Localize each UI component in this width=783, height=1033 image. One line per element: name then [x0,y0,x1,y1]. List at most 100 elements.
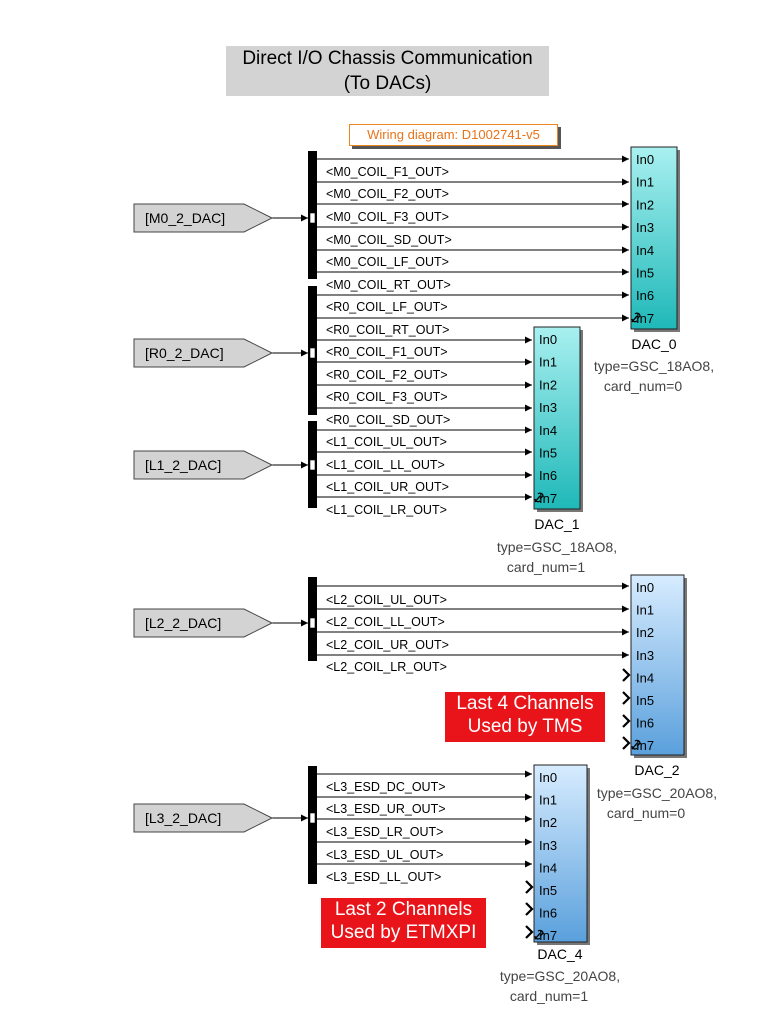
signal-label: <L2_COIL_LR_OUT> [326,660,447,674]
dac-port-label: In4 [539,423,557,438]
title-line-2: (To DACs) [343,73,432,94]
dac-port-label: In7 [539,491,557,506]
dac-port-label: In6 [636,288,654,303]
dac-port-label: In3 [636,220,654,235]
dac-port-label: In0 [636,580,654,595]
dac-type-label: type=GSC_18AO8, [594,358,714,374]
unconnected-port-icon [525,880,534,894]
signal-label: <L3_ESD_DC_OUT> [326,780,446,794]
dac-port-label: In5 [636,693,654,708]
signal-label: <L2_COIL_LL_OUT> [326,615,445,629]
dac-port-label: In2 [539,815,557,830]
goto-block[interactable] [133,203,274,233]
note-tms: Last 4 Channels Used by TMS [445,692,605,742]
wires-layer [272,155,629,868]
dac-name-label: DAC_2 [634,762,679,778]
signal-label: <L1_COIL_UL_OUT> [326,435,447,449]
dac-card-label: card_num=0 [607,805,685,821]
bus-selector-port [309,212,316,224]
dac-block-dac_1[interactable] [533,326,581,510]
link-icon [631,312,641,323]
unconnected-port-icon [622,736,631,750]
signal-label: <R0_COIL_LF_OUT> [326,300,448,314]
signal-label: <M0_COIL_F2_OUT> [326,187,449,201]
dac-port-label: In4 [539,860,557,875]
dac-port-label: In0 [539,332,557,347]
dac-card-label: card_num=1 [510,988,588,1004]
goto-block[interactable] [133,338,274,368]
goto-block[interactable] [133,803,274,833]
signal-label: <L3_ESD_UL_OUT> [326,848,443,862]
dac-port-label: In5 [539,883,557,898]
dac-port-label: In2 [539,377,557,392]
dac-card-label: card_num=0 [604,378,682,394]
dac-port-label: In4 [636,670,654,685]
blocks-layer [133,146,687,945]
dac-port-label: In1 [636,603,654,618]
text-layer: [M0_2_DAC][R0_2_DAC][L1_2_DAC][L2_2_DAC]… [145,152,717,1004]
note-etmxpi-line1: Last 2 Channels [334,899,473,920]
signal-label: <L1_COIL_LR_OUT> [326,503,447,517]
signal-label: <L1_COIL_LL_OUT> [326,458,445,472]
dac-block-dac_0[interactable] [630,146,678,330]
goto-tag-label: [L2_2_DAC] [145,615,221,631]
signal-label: <L2_COIL_UR_OUT> [326,638,449,652]
dac-card-label: card_num=1 [507,559,585,575]
goto-block[interactable] [133,608,274,638]
dac-type-label: type=GSC_20AO8, [500,968,620,984]
dac-port-label: In7 [539,928,557,943]
signal-label: <M0_COIL_F1_OUT> [326,165,449,179]
note-tms-line2: Used by TMS [467,716,583,737]
dac-port-label: In0 [539,770,557,785]
signal-label: <M0_COIL_RT_OUT> [326,278,451,292]
diagram-title: Direct I/O Chassis Communication (To DAC… [226,46,549,96]
dac-port-label: In3 [539,838,557,853]
signal-label: <R0_COIL_SD_OUT> [326,413,450,427]
title-line-1: Direct I/O Chassis Communication [242,48,533,69]
dac-block-dac_4[interactable] [533,764,588,943]
dac-port-label: In1 [539,793,557,808]
link-icon [631,739,641,750]
signal-label: <L3_ESD_LR_OUT> [326,825,443,839]
dac-block-dac_2[interactable] [630,574,685,756]
unconnected-port-icon [622,691,631,705]
bus-selector-port [309,459,316,471]
dac-port-label: In6 [636,716,654,731]
signal-label: <M0_COIL_SD_OUT> [326,233,452,247]
dac-port-label: In3 [539,400,557,415]
bus-selector-port [309,617,316,629]
dac-name-label: DAC_4 [537,946,582,962]
dac-port-label: In6 [539,468,557,483]
unconnected-port-icon [622,668,631,682]
bus-selector[interactable] [308,766,317,884]
dac-port-label: In1 [636,175,654,190]
signal-label: <L3_ESD_LL_OUT> [326,870,441,884]
unconnected-port-icon [525,902,534,916]
link-icon [534,929,544,940]
signal-label: <L1_COIL_UR_OUT> [326,480,449,494]
dac-name-label: DAC_1 [534,516,579,532]
signal-label: <M0_COIL_LF_OUT> [326,255,449,269]
note-etmxpi-line2: Used by ETMXPI [330,922,477,943]
signal-label: <M0_COIL_F3_OUT> [326,210,449,224]
note-etmxpi: Last 2 Channels Used by ETMXPI [321,898,486,948]
goto-block[interactable] [133,450,274,480]
goto-tag-label: [L1_2_DAC] [145,457,221,473]
signal-label: <R0_COIL_F2_OUT> [326,368,448,382]
wiring-diagram-link[interactable]: Wiring diagram: D1002741-v5 [349,124,558,146]
dac-port-label: In4 [636,243,654,258]
bus-selector-port [309,812,316,824]
dac-port-label: In2 [636,197,654,212]
dac-port-label: In7 [636,311,654,326]
signal-label: <L2_COIL_UL_OUT> [326,593,447,607]
dac-port-label: In5 [539,446,557,461]
dac-port-label: In3 [636,648,654,663]
goto-tag-label: [M0_2_DAC] [145,210,225,226]
dac-port-label: In6 [539,906,557,921]
dac-port-label: In2 [636,625,654,640]
dac-type-label: type=GSC_20AO8, [597,785,717,801]
link-icon [534,492,544,503]
signal-label: <L3_ESD_UR_OUT> [326,802,446,816]
dac-name-label: DAC_0 [631,336,676,352]
